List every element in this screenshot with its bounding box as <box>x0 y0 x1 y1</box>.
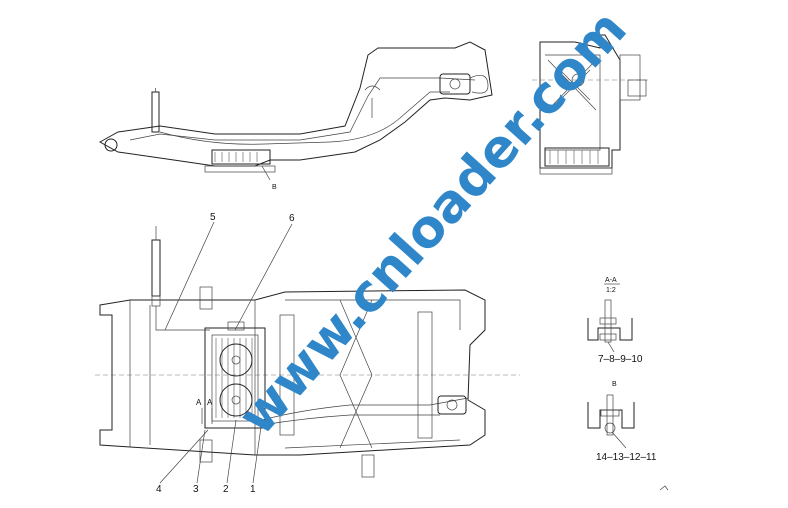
callout-2: 2 <box>223 484 229 495</box>
callout-numbers: 5 6 4 3 2 1 <box>156 212 295 495</box>
frame-side-view: B <box>98 41 493 191</box>
frame-rear-view <box>532 34 648 175</box>
callout-5: 5 <box>210 212 216 223</box>
corner-mark <box>659 485 669 491</box>
section-arrow-a-right: A <box>207 398 213 407</box>
section-aa-scale: 1:2 <box>606 287 616 294</box>
callout-3: 3 <box>193 484 199 495</box>
detail-section-aa: A-A 1:2 7–8–9–10 <box>587 277 643 365</box>
callout-leaders <box>159 221 293 484</box>
section-aa-label: A-A <box>605 277 617 284</box>
section-arrow-a-left: A <box>196 398 202 407</box>
side-view-marker-b: B <box>272 184 277 191</box>
callout-1: 1 <box>250 484 256 495</box>
callout-6: 6 <box>289 213 295 224</box>
detail-aa-part-numbers: 7–8–9–10 <box>598 354 643 365</box>
callout-4: 4 <box>156 484 162 495</box>
detail-section-b: B 14–13–12–11 <box>587 381 657 463</box>
section-b-label: B <box>612 381 617 388</box>
detail-b-part-numbers: 14–13–12–11 <box>596 452 657 463</box>
frame-plan-view: A A <box>95 226 520 478</box>
